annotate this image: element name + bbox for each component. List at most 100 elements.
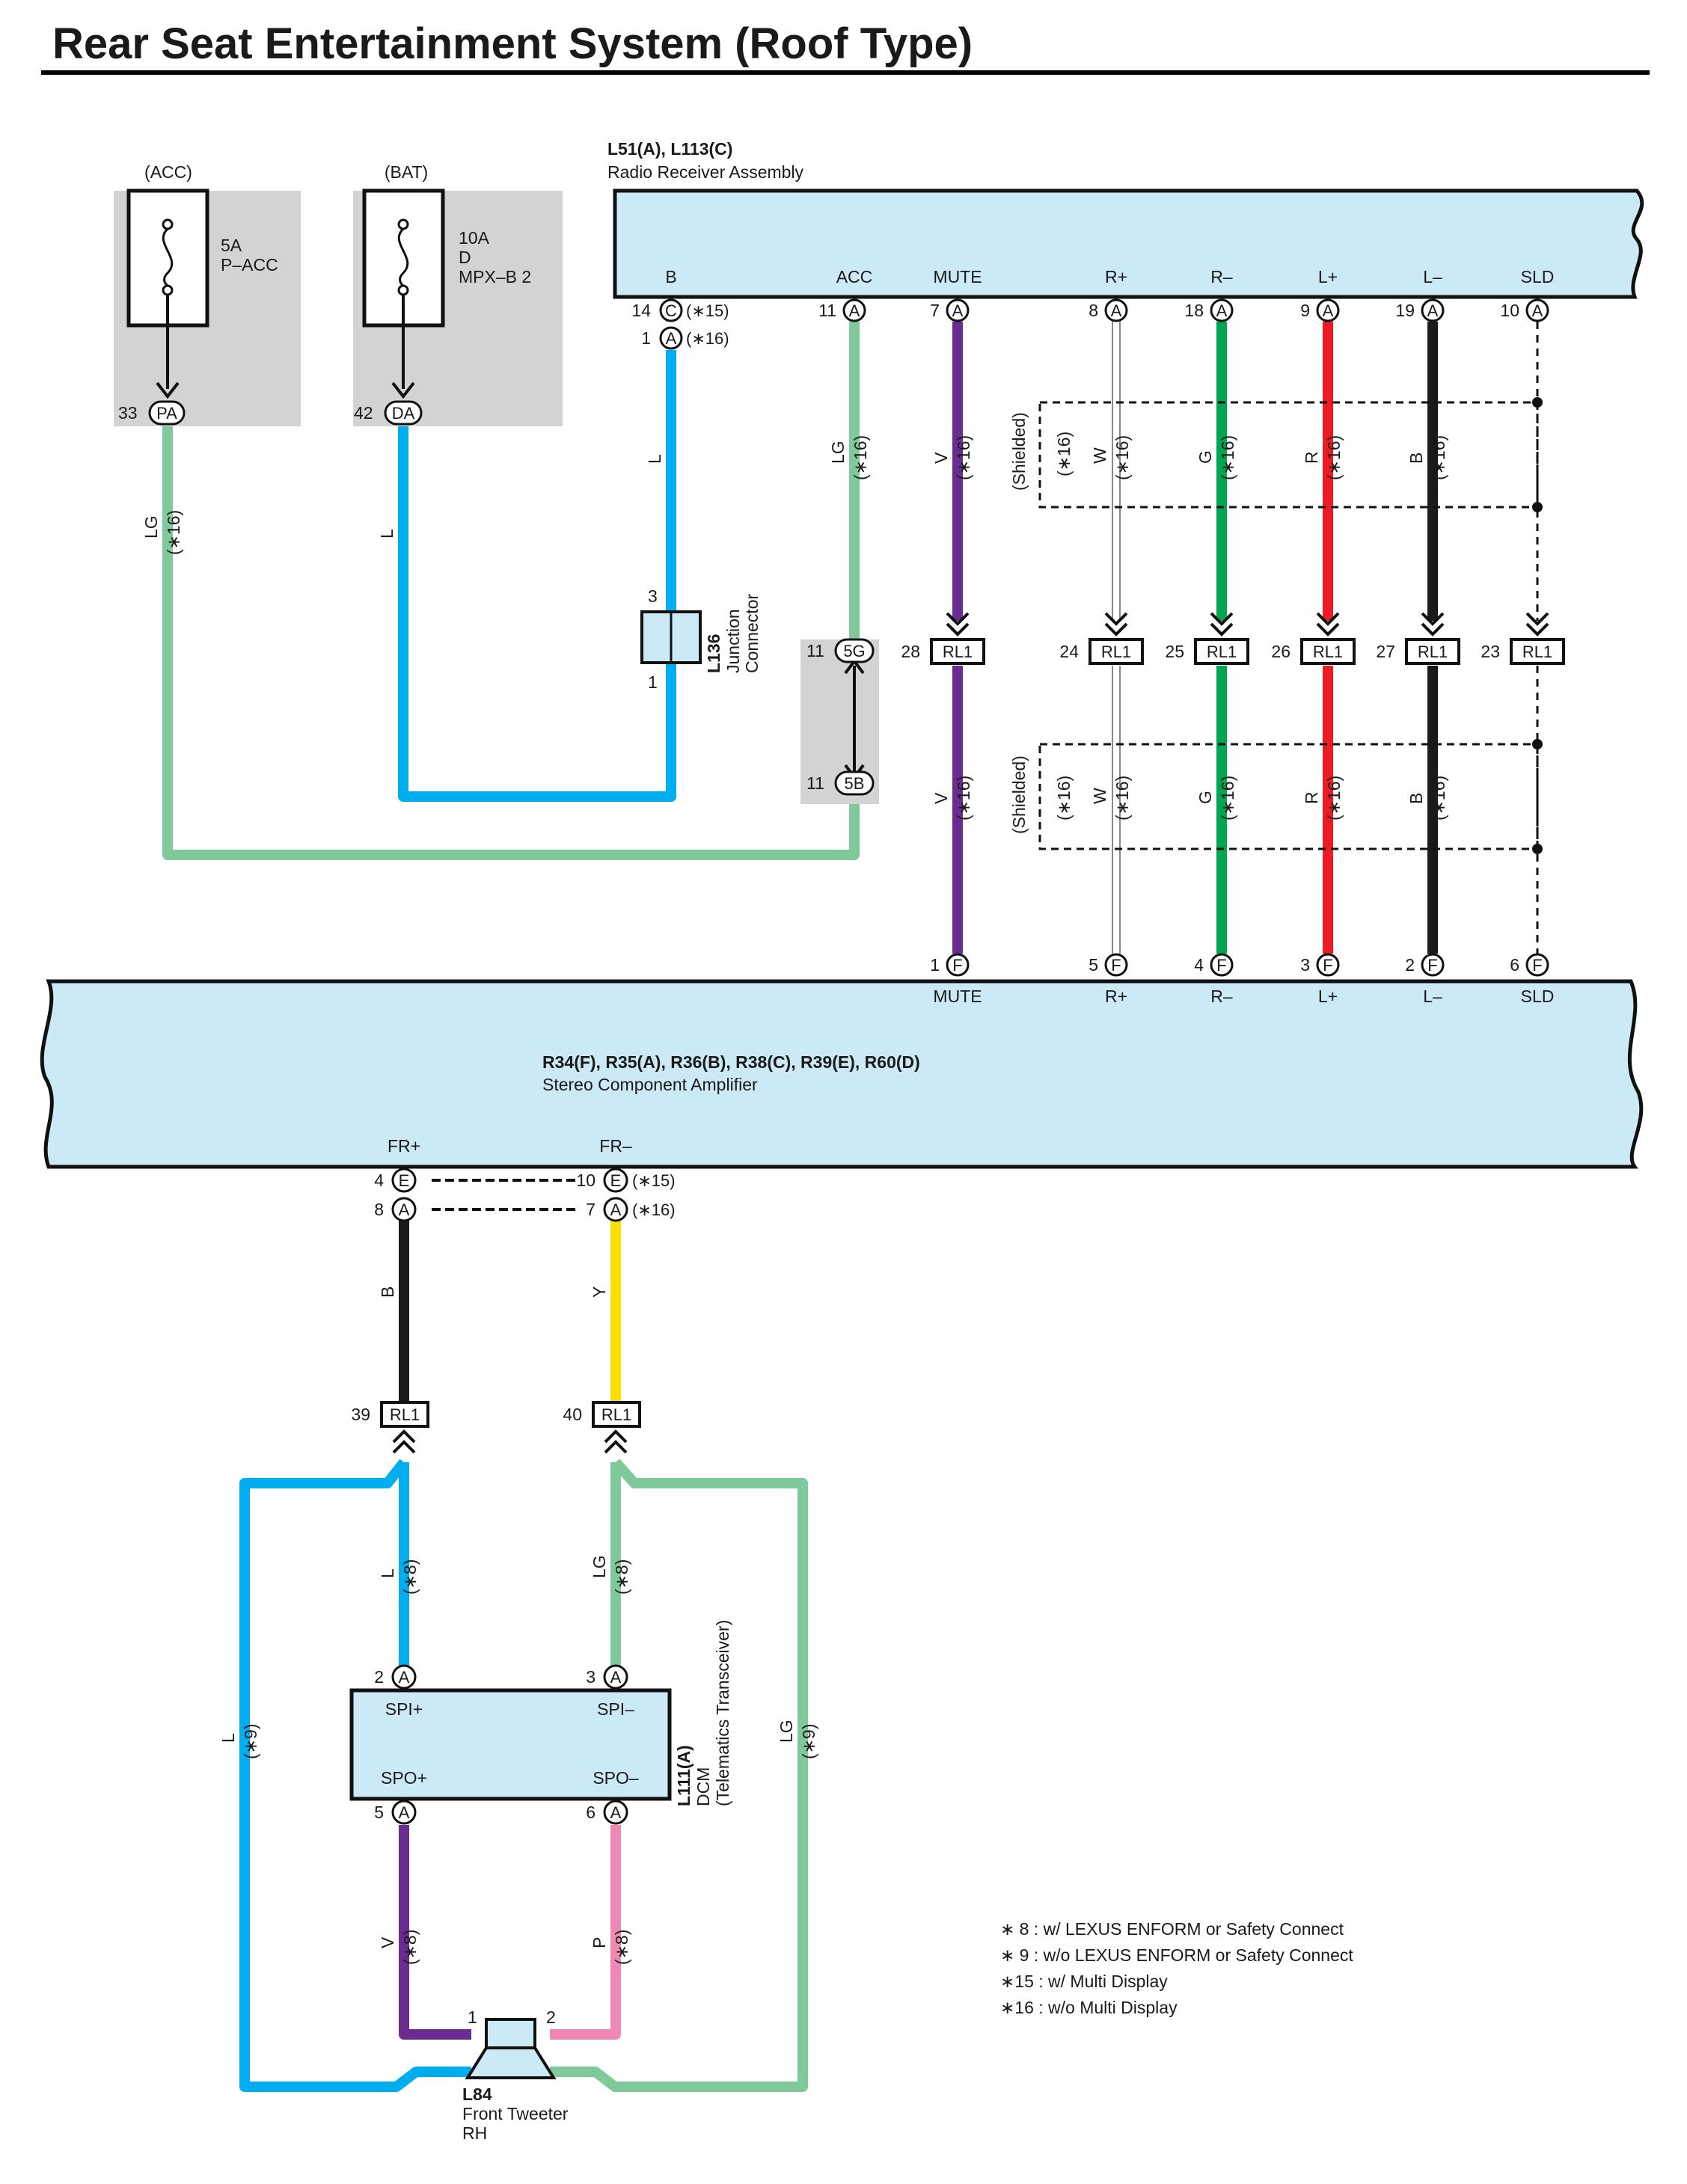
radio-b-note1: (∗15) [686, 301, 729, 320]
dcm-spi-plus-pin: 2 [374, 1667, 384, 1687]
fuse-bat-connector [384, 400, 423, 426]
radio-b-pin2: 1 [641, 328, 651, 348]
wire-note-label: (∗9) [799, 1724, 818, 1759]
wire-color-label: B [1406, 793, 1426, 804]
rl1-40-pin: 40 [563, 1405, 582, 1424]
fr-minus-conn2: A [610, 1200, 622, 1219]
fr-plus-pin2: 8 [374, 1200, 384, 1219]
radio-terminal-pin: 11 [818, 301, 836, 320]
radio-terminal-pin: 19 [1395, 301, 1415, 320]
fr-minus-note2: (∗16) [632, 1200, 676, 1219]
fr-plus-pin1: 4 [374, 1171, 384, 1190]
fuse-acc-rating: 5A [221, 236, 242, 255]
rl1-connector-4: RL1 27 [1376, 612, 1460, 665]
fuse-bat-symbol [397, 227, 409, 287]
amp-terminal-1: F5R+ [1089, 953, 1128, 1006]
fr-minus-pin1: 10 [576, 1171, 595, 1190]
rl1-label: RL1 [1418, 642, 1448, 661]
rl1-40-label: RL1 [601, 1405, 631, 1424]
wire-note-label: (∗16) [1054, 432, 1074, 476]
amp-terminal-2: F4R– [1194, 953, 1234, 1006]
fuse-bat-name: MPX–B 2 [459, 267, 531, 286]
amp-terminal-name: R– [1210, 987, 1233, 1006]
amplifier-code: R34(F), R35(A), R36(B), R38(C), R39(E), … [542, 1052, 920, 1072]
amp-terminal-conn: F [1111, 956, 1121, 975]
radio-terminal-conn: A [1111, 301, 1122, 320]
wire-color-label: R [1302, 791, 1321, 804]
note-15: ∗15 : w/ Multi Display [1000, 1972, 1168, 1991]
amplifier-box [40, 979, 1644, 1169]
amp-terminal-name: L– [1423, 987, 1442, 1006]
rl1-pin: 23 [1481, 642, 1500, 661]
radio-terminal-3: R–A18 [1184, 267, 1234, 322]
connector-5b-pin: 11 [806, 773, 824, 793]
rl1-box [1089, 638, 1144, 665]
amplifier-fr-terminals: FR+ FR– E 4 A 8 E 10 (∗15) A 7 (∗16) [374, 1136, 676, 1222]
notes: ∗ 8 : w/ LEXUS ENFORM or Safety Connect … [1000, 1919, 1353, 2017]
radio-terminal-pin: 10 [1500, 301, 1519, 320]
tweeter-pin1: 1 [468, 2007, 477, 2027]
fr-minus-pin2: 7 [586, 1200, 595, 1219]
radio-terminal-circle [1316, 298, 1340, 322]
wire-note-label: (∗8) [612, 1559, 631, 1595]
fuse-acc-connector [148, 400, 186, 426]
dcm-spi-plus-label: SPI+ [385, 1699, 423, 1719]
rl1-box [1510, 638, 1565, 665]
wire-note-label: (∗8) [400, 1559, 420, 1595]
radio-code: L51(A), L113(C) [607, 139, 732, 159]
fr-plus-conn2: A [399, 1200, 410, 1219]
fuse-bat: (BAT) 10A D MPX–B 2 42 DA [353, 162, 563, 426]
radio-terminal-conn: A [1532, 301, 1543, 320]
wire-note-label: (∗16) [164, 510, 183, 555]
wire-note-label: (∗16) [954, 435, 973, 480]
wire-note-label: (∗16) [1429, 776, 1448, 820]
amp-terminal-conn: F [1532, 956, 1542, 975]
tweeter-name1: Front Tweeter [462, 2104, 569, 2123]
rl1-pin: 27 [1376, 642, 1395, 661]
radio-b-label: B [665, 267, 676, 286]
wire-note-label: (∗16) [1112, 435, 1132, 480]
fuse-acc-group: (ACC) [144, 162, 192, 182]
radio-terminal-pin: 8 [1089, 301, 1098, 320]
rl1-label: RL1 [1207, 642, 1237, 661]
note-8: ∗ 8 : w/ LEXUS ENFORM or Safety Connect [1000, 1919, 1344, 1939]
amp-terminal-circle [1525, 953, 1549, 977]
dcm-name1: DCM [694, 1767, 713, 1806]
wire-color-label: L [645, 454, 664, 464]
fr-plus-label: FR+ [388, 1136, 420, 1156]
amp-terminal-pin: 3 [1300, 955, 1310, 975]
amp-terminal-pin: 4 [1194, 955, 1204, 975]
wire-color-label: LG [828, 441, 848, 464]
tweeter-body [485, 2018, 536, 2049]
wire-lg-bypass [550, 1458, 808, 2092]
wire-color-label: Y [590, 1286, 609, 1298]
wire-acc-lg [162, 426, 860, 860]
radio-terminal-circle [1421, 298, 1445, 322]
amp-terminal-circle [1316, 953, 1340, 977]
radio-b-note2: (∗16) [686, 329, 729, 348]
rl1-pin: 24 [1059, 642, 1079, 661]
radio-terminal-circle [1104, 298, 1128, 322]
wire-note-label: (∗8) [400, 1930, 420, 1965]
amp-terminal-name: R+ [1105, 987, 1127, 1006]
dcm-spi-minus-pin: 3 [586, 1667, 595, 1687]
wire-color-label: R [1302, 451, 1321, 464]
junction-name2: Connector [742, 594, 762, 673]
amp-terminal-3: F3L+ [1300, 953, 1340, 1006]
wire-color-label: G [1195, 450, 1215, 464]
radio-terminal-conn: A [1216, 301, 1228, 320]
dcm-code: L111(A) [674, 1745, 694, 1806]
radio-terminal-name: R+ [1105, 267, 1127, 286]
wire-spo-plus-v [399, 1825, 471, 2040]
wire-note-label: (∗8) [612, 1930, 631, 1965]
